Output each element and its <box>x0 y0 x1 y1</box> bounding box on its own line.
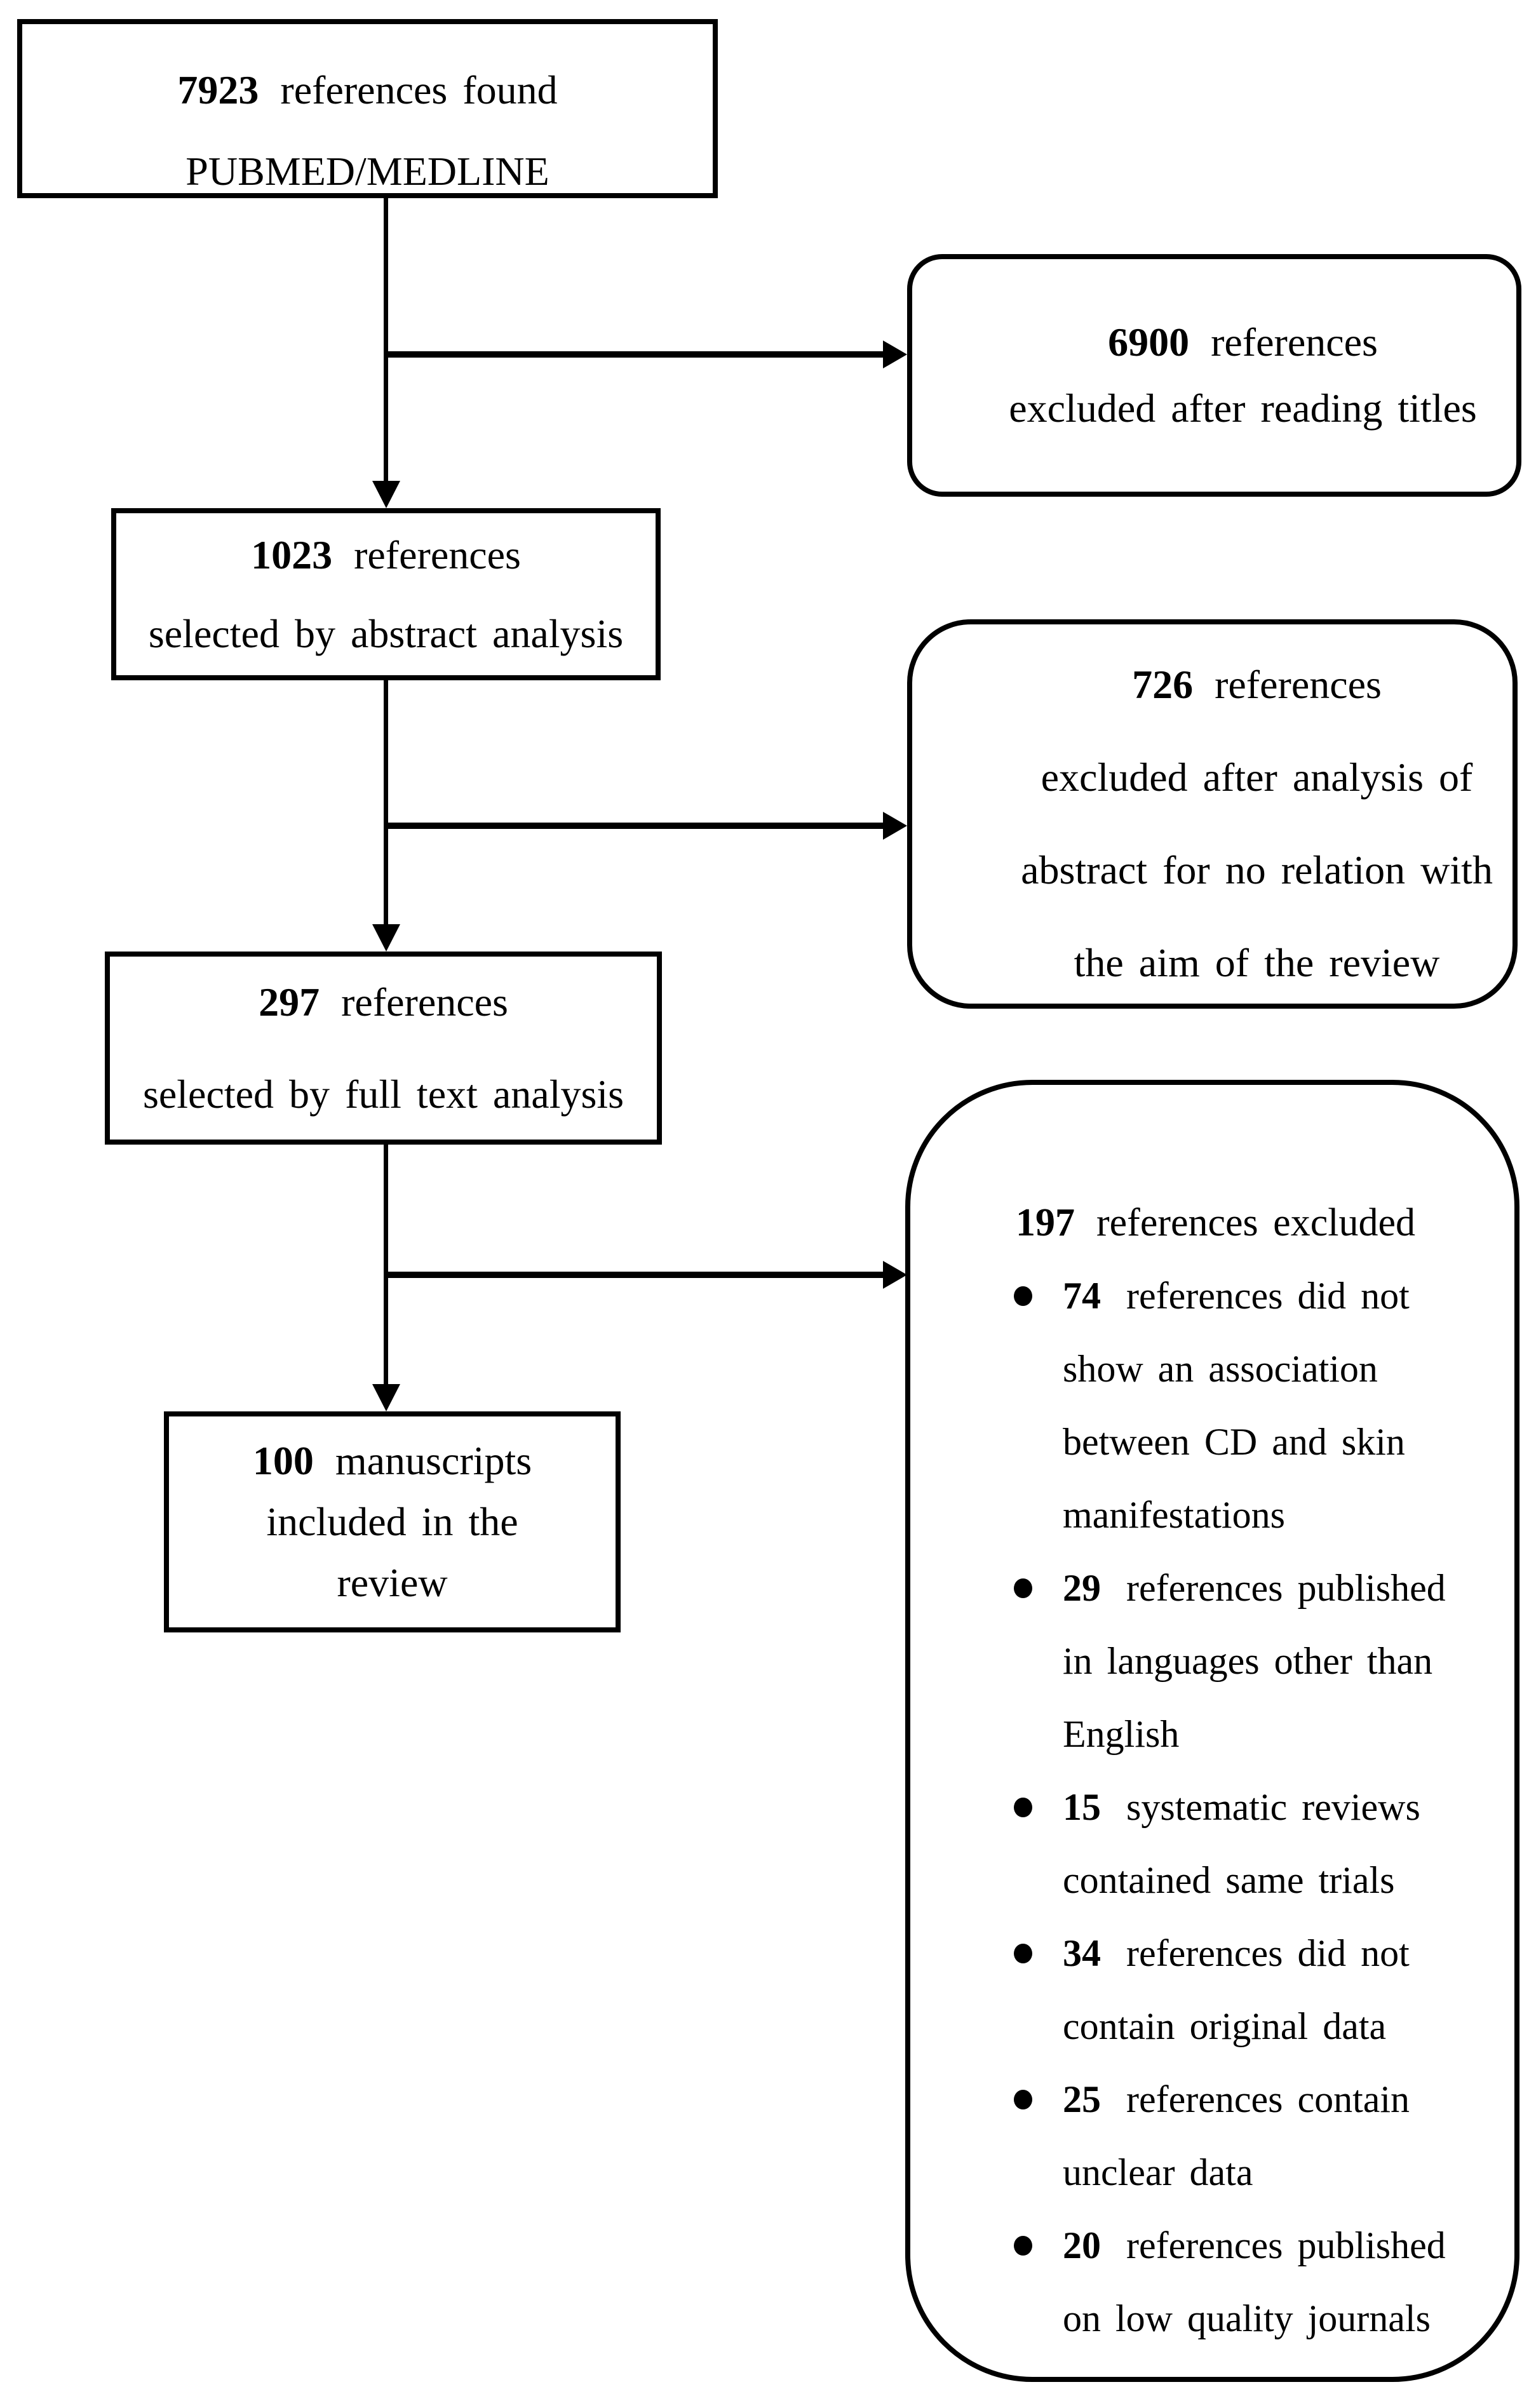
reason-line: on low quality journals <box>1063 2297 1431 2339</box>
connector-line-branch-titles <box>386 351 887 358</box>
arrow-right-icon <box>883 812 907 840</box>
box-line: review <box>337 1560 448 1605</box>
count-value: 15 <box>1063 1786 1101 1828</box>
reason-line: the aim of the review <box>1074 939 1440 985</box>
box-fulltext-selected: 297 references selected by full text anal… <box>105 952 662 1145</box>
arrow-right-icon <box>883 340 907 368</box>
box-line: 6900 references <box>1108 309 1378 375</box>
count-label: references <box>1211 319 1378 365</box>
excluded-reason-item: 74 references did not show an associatio… <box>910 1260 1495 1552</box>
count-label: references <box>341 979 508 1025</box>
reason-line: manifestations <box>1063 1494 1285 1536</box>
exclusion-title: 197 references excluded <box>910 1187 1495 1260</box>
connector-line-abstract-to-fulltext <box>384 680 388 928</box>
box-abstract-selected: 1023 references selected by abstract anal… <box>111 508 661 680</box>
bullet-icon <box>1014 1286 1032 1306</box>
method-label: selected by abstract analysis <box>148 610 624 656</box>
box-line: 726 references <box>1132 638 1382 731</box>
connector-line-found-to-abstract <box>384 198 388 484</box>
reason-line: references did not <box>1126 1932 1410 1974</box>
excluded-reason-item: 15 systematic reviews contained same tri… <box>910 1771 1495 1917</box>
box-line: included in the <box>266 1499 518 1544</box>
box-excluded-after-titles: 6900 references excluded after reading ti… <box>907 254 1521 497</box>
count-value: 29 <box>1063 1567 1101 1609</box>
reason-line: in languages other than <box>1063 1640 1433 1682</box>
connector-line-branch-fulltext-excl <box>386 1272 887 1278</box>
box-excluded-after-abstract: 726 references excluded after analysis of… <box>907 619 1518 1009</box>
reason-line: contained same trials <box>1063 1859 1395 1901</box>
box-excluded-after-fulltext: 197 references excluded 74 references did… <box>905 1080 1519 2382</box>
bullet-icon <box>1014 2090 1032 2109</box>
reason-line: abstract for no relation with <box>1021 847 1493 892</box>
arrow-down-icon <box>372 481 400 508</box>
bullet-icon <box>1014 1798 1032 1817</box>
box-line: 297 references <box>259 956 508 1048</box>
reason-line: references published <box>1126 1567 1446 1609</box>
count-label: references found <box>280 67 558 112</box>
box-line: 1023 references <box>251 516 521 595</box>
arrow-down-icon <box>372 924 400 952</box>
box-line: 7923 references found <box>177 50 557 131</box>
bullet-icon <box>1014 2236 1032 2256</box>
box-included-in-review: 100 manuscripts included in the review <box>164 1411 621 1632</box>
reason-line: between CD and skin <box>1063 1421 1405 1463</box>
connector-line-fulltext-to-included <box>384 1145 388 1387</box>
count-value: 100 <box>252 1438 314 1483</box>
reason-line: references published <box>1126 2224 1446 2266</box>
count-value: 7923 <box>177 67 259 112</box>
count-value: 726 <box>1132 661 1194 707</box>
method-label: selected by full text analysis <box>142 1072 624 1117</box>
count-value: 34 <box>1063 1932 1101 1974</box>
reason-line: unclear data <box>1063 2151 1253 2193</box>
count-value: 297 <box>259 979 320 1025</box>
count-value: 6900 <box>1108 319 1190 365</box>
count-value: 20 <box>1063 2224 1101 2266</box>
reason-line: contain original data <box>1063 2005 1387 2047</box>
reason-label: excluded after reading titles <box>1009 386 1477 431</box>
count-value: 25 <box>1063 2078 1101 2120</box>
reason-line: show an association <box>1063 1348 1378 1390</box>
count-label: references excluded <box>1096 1201 1415 1244</box>
count-label: references <box>1215 661 1382 707</box>
reason-line: references did not <box>1126 1275 1410 1317</box>
bullet-icon <box>1014 1944 1032 1963</box>
excluded-reason-item: 20 references published on low quality j… <box>910 2209 1495 2355</box>
bullet-icon <box>1014 1578 1032 1598</box>
excluded-reason-item: 34 references did not contain original d… <box>910 1917 1495 2063</box>
connector-line-branch-abstract-excl <box>386 823 887 829</box>
count-label: references <box>354 532 521 577</box>
excluded-reason-item: 25 references contain unclear data <box>910 2063 1495 2209</box>
source-label: PUBMED/MEDLINE <box>185 149 549 194</box>
reason-line: systematic reviews <box>1126 1786 1420 1828</box>
reason-line: references contain <box>1126 2078 1410 2120</box>
excluded-reason-item: 29 references published in languages oth… <box>910 1552 1495 1771</box>
box-line: 100 manuscripts <box>253 1430 532 1491</box>
count-value: 197 <box>1016 1201 1075 1244</box>
count-label: manuscripts <box>335 1438 532 1483</box>
box-references-found: 7923 references found PUBMED/MEDLINE <box>17 19 718 198</box>
reason-line: excluded after analysis of <box>1041 754 1473 800</box>
count-value: 74 <box>1063 1275 1101 1317</box>
arrow-right-icon <box>883 1261 907 1289</box>
reason-line: English <box>1063 1713 1180 1755</box>
arrow-down-icon <box>372 1384 400 1411</box>
count-value: 1023 <box>251 532 333 577</box>
